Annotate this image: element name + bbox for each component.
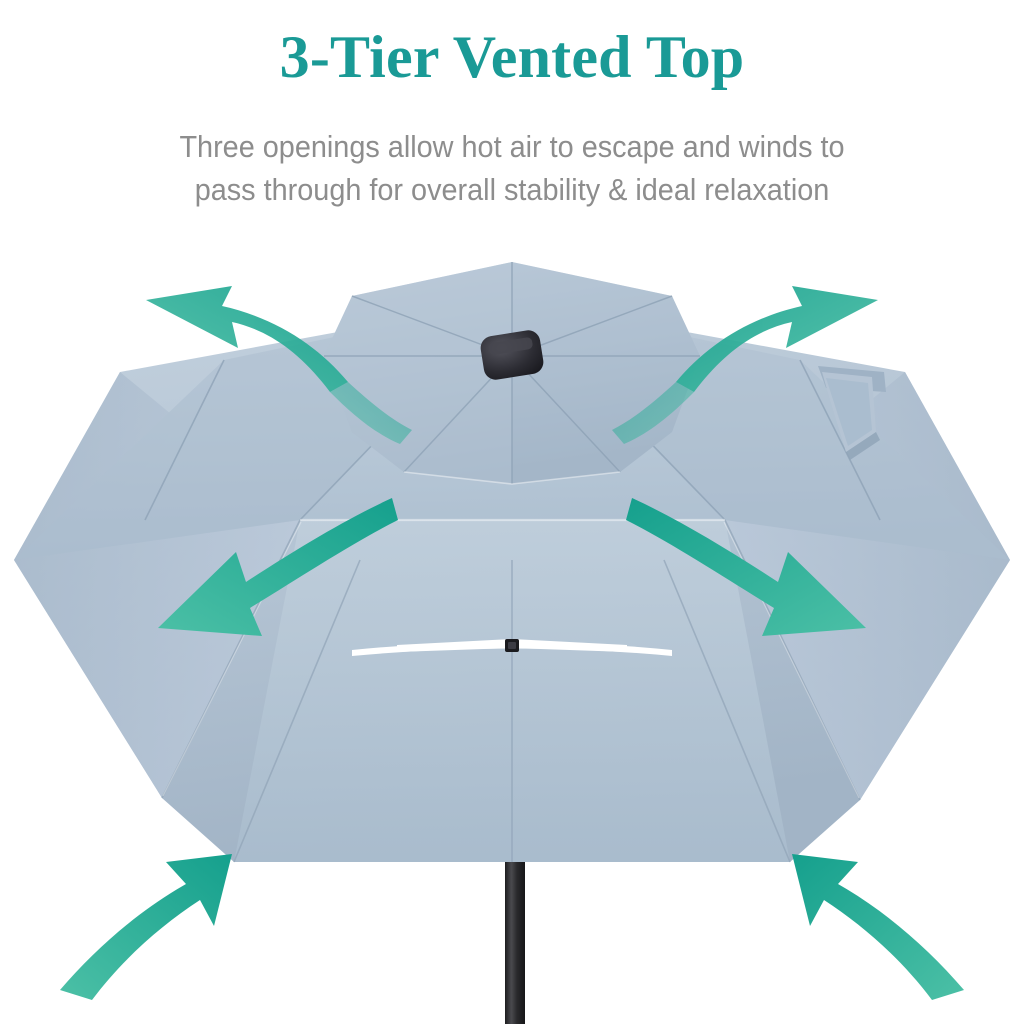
- airflow-arrow-mid-right: [626, 498, 866, 636]
- airflow-arrow-mid-left: [158, 498, 398, 636]
- canopy-strap-detail: [818, 366, 886, 460]
- airflow-arrow-top-right: [612, 286, 878, 444]
- subtitle-line-1: Three openings allow hot air to escape a…: [179, 129, 845, 164]
- vent-opening-center: [352, 639, 672, 656]
- airflow-arrow-bottom-left: [60, 854, 232, 1000]
- umbrella-pole: [505, 845, 525, 1024]
- subtitle-line-2: pass through for overall stability & ide…: [194, 171, 830, 207]
- airflow-arrow-bottom-right: [792, 854, 964, 1000]
- subtitle: Three openings allow hot air to escape a…: [52, 126, 972, 212]
- page-title: 3-Tier Vented Top: [279, 24, 745, 90]
- finial-hub: [480, 330, 544, 380]
- airflow-arrow-top-left: [146, 286, 412, 444]
